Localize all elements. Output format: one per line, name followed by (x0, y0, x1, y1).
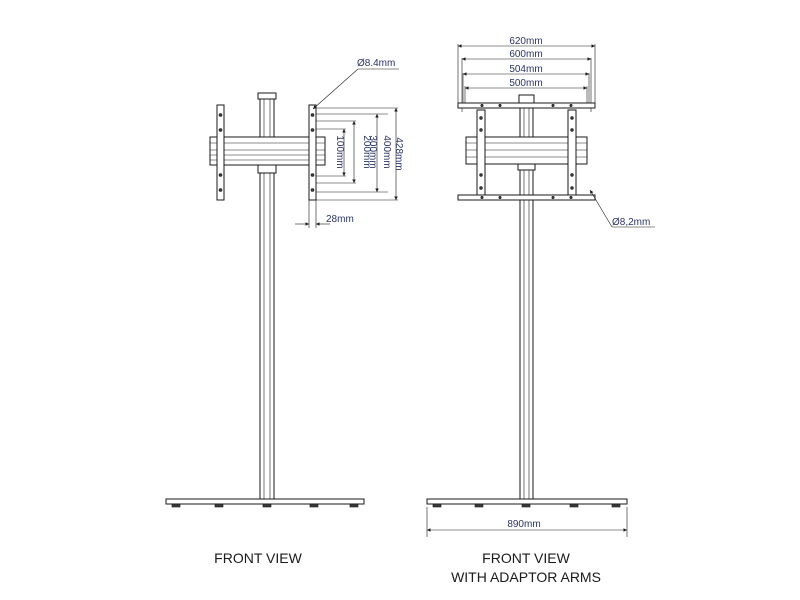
right-base (426, 498, 628, 508)
right-mount-bracket (465, 109, 588, 199)
right-caption-line1: FRONT VIEW (482, 550, 570, 566)
dim-428mm: 428mm (393, 137, 404, 170)
dim-300mm: 300mm (367, 135, 378, 168)
left-hole-diameter-label: Ø8.4mm (357, 58, 395, 69)
right-caption-line2: WITH ADAPTOR ARMS (451, 569, 601, 585)
right-front-view-adaptor-arms: 620mm 600mm 504mm 500mm Ø8,2mm 890mm FRO… (426, 36, 655, 585)
dim-504mm: 504mm (509, 64, 542, 75)
dim-400mm: 400mm (381, 135, 392, 168)
dim-890mm: 890mm (507, 519, 540, 530)
dim-100mm: 100mm (334, 135, 345, 168)
dim-28mm: 28mm (326, 214, 354, 225)
left-mount-bracket (209, 104, 326, 201)
left-base (165, 498, 365, 508)
left-dimension-lines (295, 68, 399, 228)
right-hole-diameter-label: Ø8,2mm (612, 217, 650, 228)
left-caption: FRONT VIEW (214, 550, 302, 566)
dim-620mm: 620mm (509, 36, 542, 47)
dim-600mm: 600mm (509, 49, 542, 60)
dim-500mm: 500mm (509, 78, 542, 89)
dim-200mm: 200mm (361, 135, 372, 168)
right-bottom-adaptor-bar (457, 194, 596, 201)
right-dimension-lines (426, 44, 655, 537)
left-front-view: Ø8.4mm 100mm 200mm 300mm 400mm 428mm 28m… (165, 58, 404, 566)
right-column (517, 94, 536, 500)
